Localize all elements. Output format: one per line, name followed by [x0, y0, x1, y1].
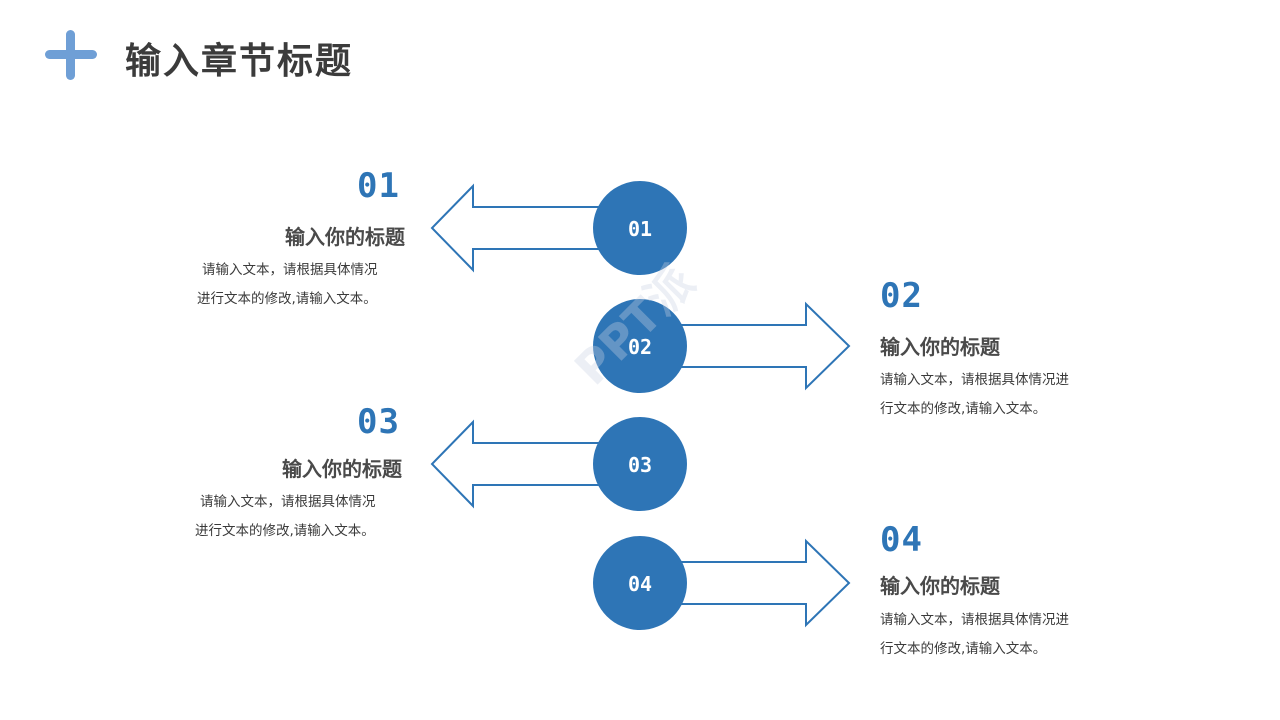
description-line: 请输入文本，请根据具体情况 — [200, 494, 376, 510]
item-heading: 输入你的标题 — [282, 457, 402, 481]
item-heading: 输入你的标题 — [285, 225, 405, 249]
arrow-left-1 — [430, 183, 611, 273]
item-description: 请输入文本，请根据具体情况 进行文本的修改,请输入文本。 — [195, 488, 376, 546]
arrow-left-3 — [430, 419, 611, 509]
plus-icon — [45, 30, 97, 80]
item-number: 01 — [357, 166, 400, 206]
circle-badge-4 — [593, 536, 687, 630]
item-number: 02 — [880, 276, 923, 316]
description-line: 进行文本的修改,请输入文本。 — [197, 291, 377, 307]
badge-label-3: 03 — [628, 453, 652, 477]
circle-badge-3 — [593, 417, 687, 511]
description-line: 行文本的修改,请输入文本。 — [880, 401, 1047, 417]
item-number: 03 — [357, 402, 400, 442]
item-number: 04 — [880, 520, 923, 560]
badge-label-4: 04 — [628, 572, 652, 596]
circle-badge-2 — [593, 299, 687, 393]
description-line: 请输入文本，请根据具体情况进 — [880, 612, 1069, 628]
circle-badge-1 — [593, 181, 687, 275]
description-line: 行文本的修改,请输入文本。 — [880, 641, 1047, 657]
page-title: 输入章节标题 — [125, 41, 354, 82]
item-heading: 输入你的标题 — [880, 574, 1000, 598]
badge-label-2: 02 — [628, 335, 652, 359]
item-description: 请输入文本，请根据具体情况 进行文本的修改,请输入文本。 — [197, 256, 378, 314]
badge-label-1: 01 — [628, 217, 652, 241]
description-line: 请输入文本，请根据具体情况进 — [880, 372, 1069, 388]
item-description: 请输入文本，请根据具体情况进 行文本的修改,请输入文本。 — [880, 606, 1069, 664]
description-line: 进行文本的修改,请输入文本。 — [195, 523, 375, 539]
arrow-right-4 — [669, 538, 851, 628]
item-heading: 输入你的标题 — [880, 335, 1000, 359]
description-line: 请输入文本，请根据具体情况 — [202, 262, 378, 278]
item-description: 请输入文本，请根据具体情况进 行文本的修改,请输入文本。 — [880, 366, 1069, 424]
arrow-right-2 — [669, 301, 851, 391]
